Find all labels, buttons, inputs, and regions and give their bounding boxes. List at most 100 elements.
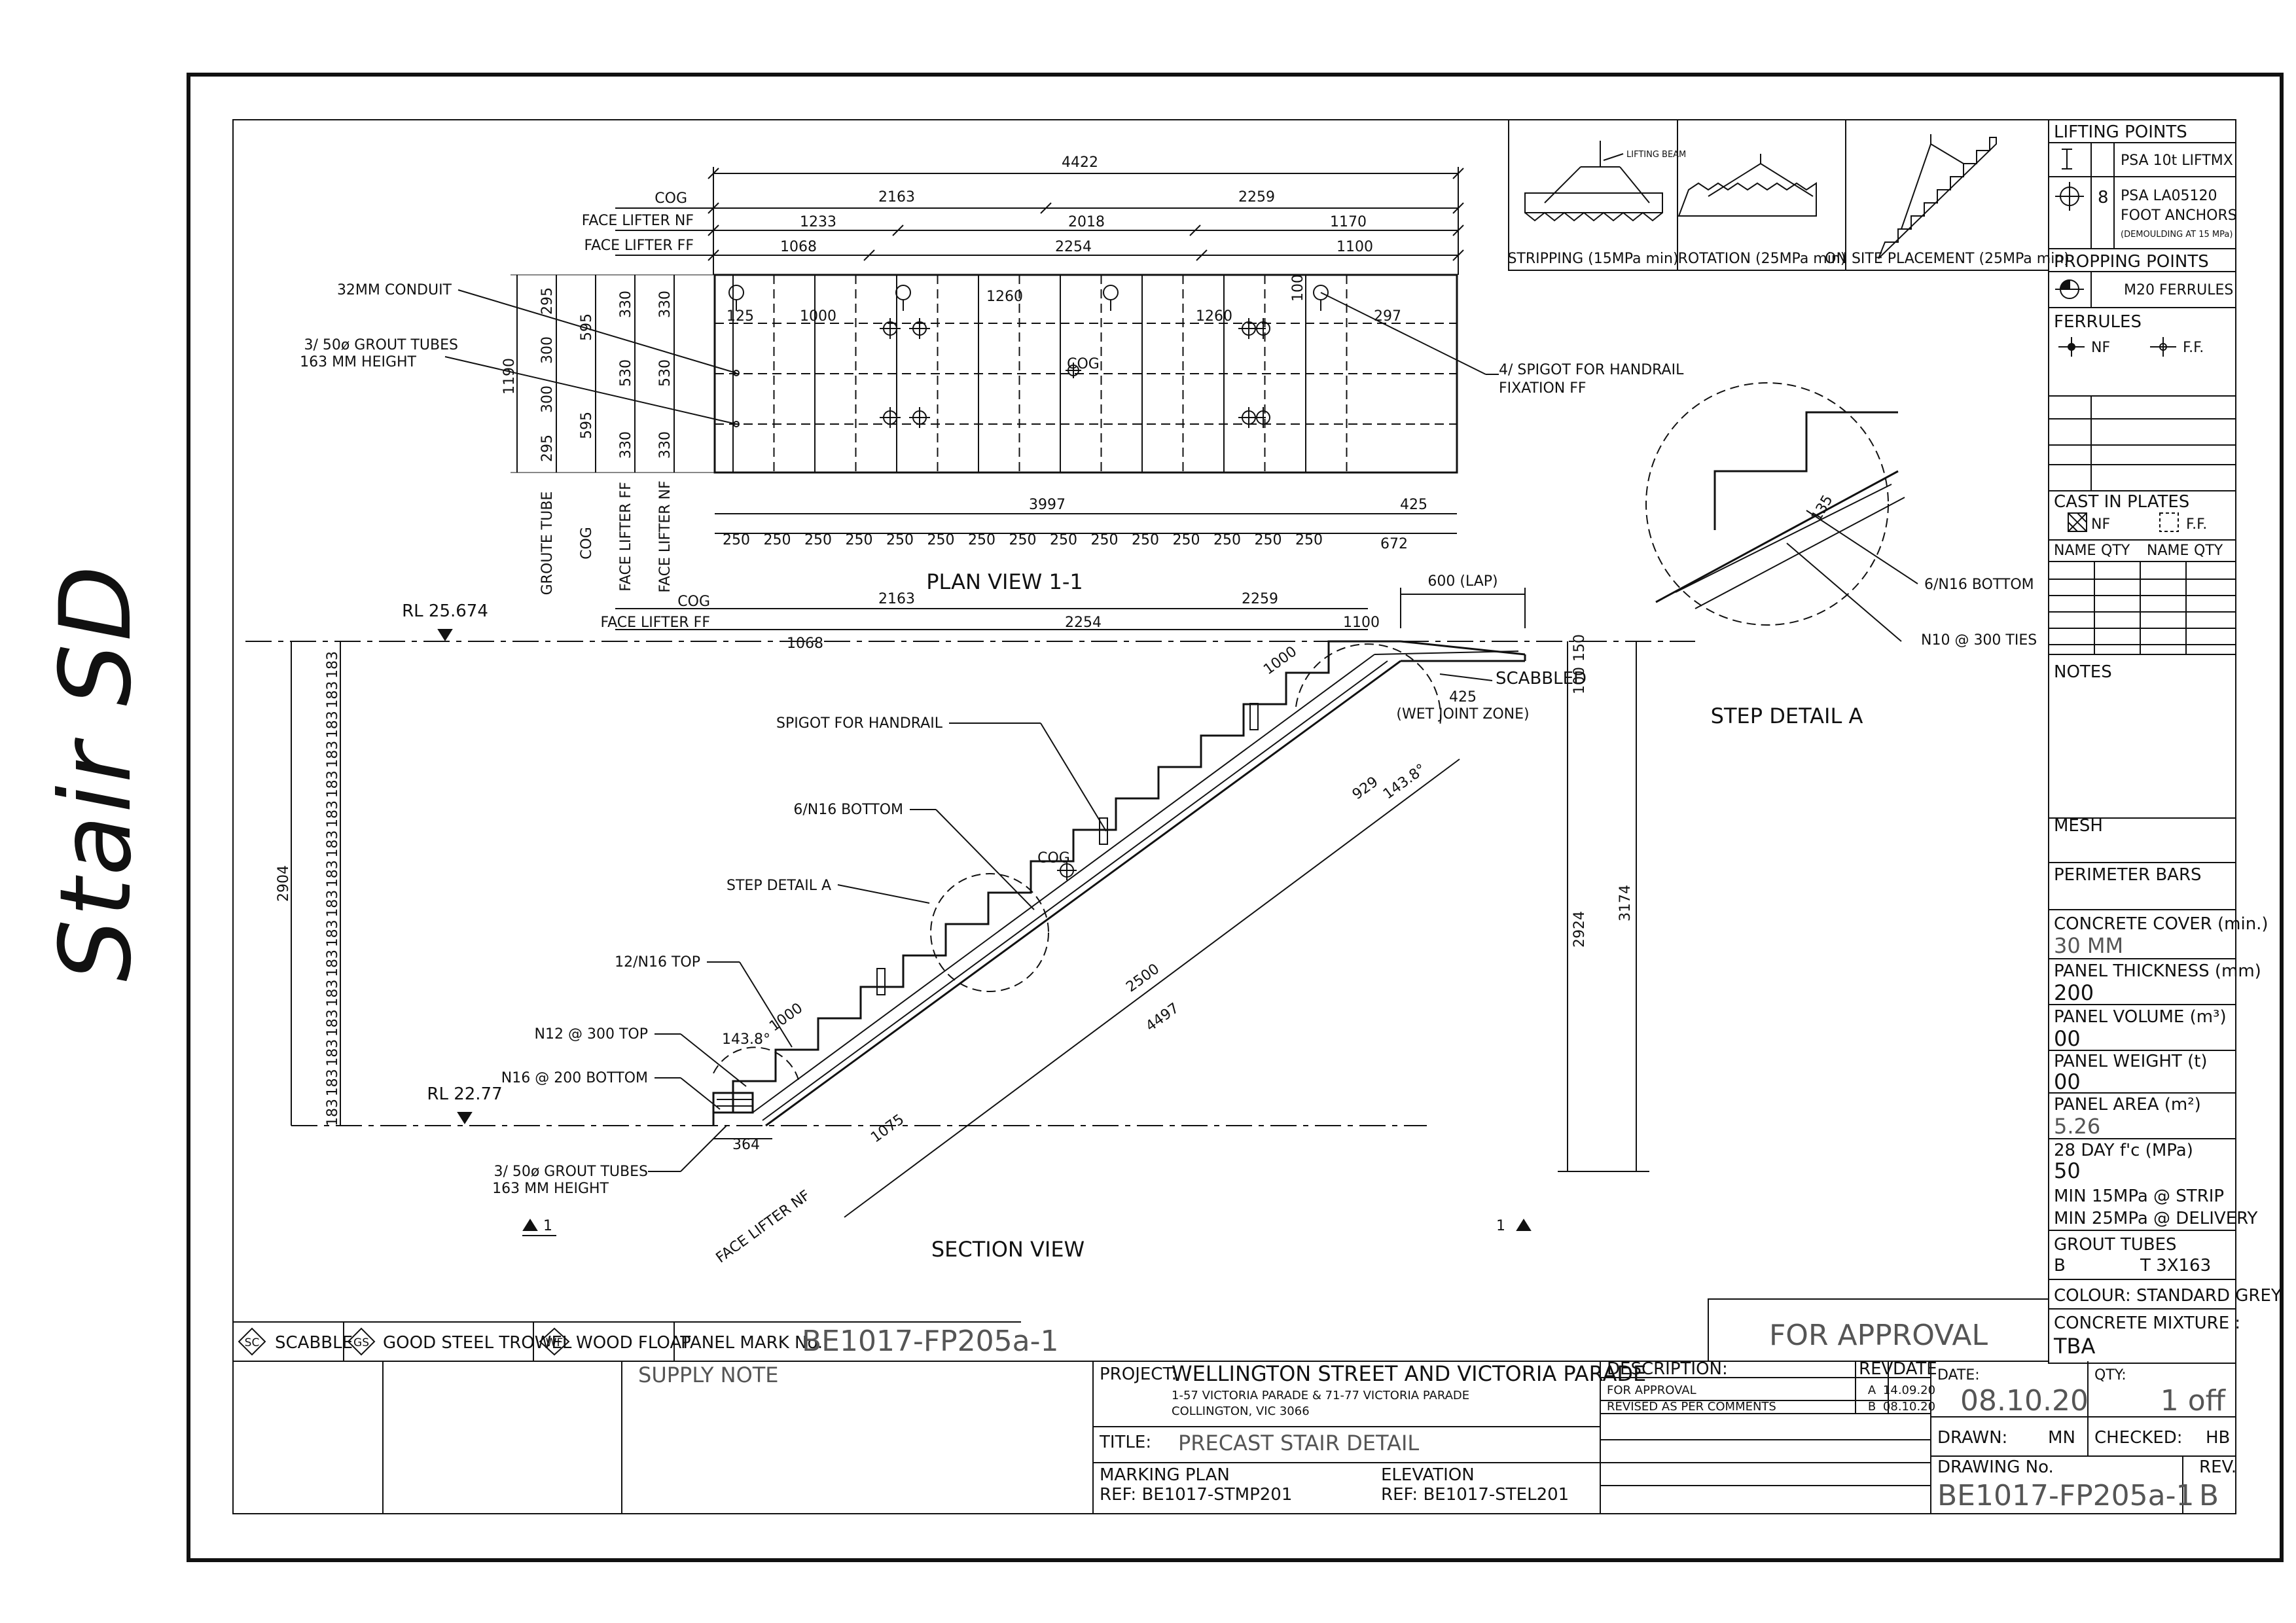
plan-dim-i5: 297 [1374, 308, 1401, 325]
plan-dim-b3: 300 [539, 385, 556, 413]
plan-dim-nf2: 2018 [1068, 214, 1105, 230]
title-block: SUPPLY NOTE PROJECT: WELLINGTON STREET A… [382, 1359, 2236, 1514]
site-placement-label: ON SITE PLACEMENT (25MPa min) [1825, 251, 2070, 267]
fc-title: 28 DAY f'c (MPa) [2054, 1141, 2193, 1160]
n16-200-label: N16 @ 200 BOTTOM [501, 1070, 648, 1086]
section-dim-1000b: 1000 [766, 1000, 806, 1035]
rev-row-2-rev: B [1868, 1400, 1876, 1414]
plan-v-label-3: FACE LIFTER FF [618, 482, 634, 592]
section-dim-h: 2904 [276, 865, 292, 902]
plan-cog-mark: COG [1067, 356, 1100, 372]
supply-note: SUPPLY NOTE [638, 1363, 779, 1387]
desc-header: DESCRIPTION: [1607, 1359, 1728, 1379]
section-dim-1075: 1075 [868, 1111, 907, 1146]
plan-ff-label: FACE LIFTER FF [584, 238, 694, 254]
lifting-point-2-qty: 8 [2098, 188, 2109, 207]
plan-dim-cog-l: 2163 [878, 189, 915, 205]
cast-ff: F.F. [2186, 516, 2207, 533]
grout-title: GROUT TUBES [2054, 1235, 2177, 1255]
project-address-1: 1-57 VICTORIA PARADE & 71-77 VICTORIA PA… [1172, 1389, 1469, 1402]
plan-dim-w: 1190 [501, 358, 518, 395]
area-title: PANEL AREA (m²) [2054, 1095, 2201, 1115]
elevation: ELEVATION [1381, 1465, 1475, 1485]
lifting-diagrams: LIFTING BEAM STRIPPING (15MPa min) ROTAT… [1507, 119, 2070, 271]
plan-step-dim: 250 [1255, 532, 1282, 548]
plan-v-label-2: COG [579, 527, 595, 560]
section-marker-left: 1 [543, 1218, 552, 1234]
drawing-no-label: DRAWING No. [1937, 1457, 2054, 1477]
area-value: 5.26 [2054, 1114, 2100, 1139]
mix-title: CONCRETE MIXTURE : [2054, 1313, 2240, 1333]
plan-dim-ff2: 2254 [1055, 239, 1092, 255]
plan-v-label-4: FACE LIFTER NF [657, 480, 673, 592]
plan-dim-nf1: 1233 [800, 214, 836, 230]
section-dim-3174: 3174 [1617, 885, 1634, 921]
section-ff-label: FACE LIFTER FF [601, 615, 711, 631]
riser-dim: 183 [325, 1099, 341, 1126]
plan-step-dim: 250 [1091, 532, 1119, 548]
riser-dim: 183 [325, 770, 341, 798]
plan-dim-b2: 300 [539, 336, 556, 364]
plan-grout-label-1: 3/ 50ø GROUT TUBES [304, 337, 458, 353]
project-label: PROJECT: [1100, 1364, 1177, 1384]
plan-dim-len: 3997 [1029, 497, 1066, 513]
section-dim-ff1: 1068 [787, 635, 823, 652]
notes-title: NOTES [2054, 662, 2112, 682]
propping-title: PROPPING POINTS [2054, 252, 2209, 272]
riser-dim: 183 [325, 950, 341, 977]
plan-dim-nf3: 1170 [1330, 214, 1367, 230]
drawing-no-value: BE1017-FP205a-1 [1937, 1479, 2195, 1512]
checked-label: CHECKED: [2094, 1428, 2183, 1448]
ferrule-nf: NF [2091, 340, 2110, 356]
project-name: WELLINGTON STREET AND VICTORIA PARADE [1172, 1361, 1646, 1386]
drawn-label: DRAWN: [1937, 1428, 2007, 1448]
riser-dim: 183 [325, 651, 341, 679]
plan-dim-d1: 330 [618, 291, 634, 318]
section-angle-2: 143.8° [722, 1031, 770, 1048]
marking-ref: REF: BE1017-STMP201 [1100, 1485, 1292, 1505]
title-label: TITLE: [1099, 1433, 1151, 1452]
plan-dim-ff3: 1100 [1336, 239, 1373, 255]
m20-ferrules: M20 FERRULES [2124, 282, 2233, 298]
col-name-1: NAME [2054, 543, 2096, 559]
plan-dim-d3: 330 [618, 431, 634, 459]
plan-dim-e1: 330 [657, 291, 673, 318]
legend-scabble: SCABBLE [275, 1333, 353, 1353]
section-dim-2924: 2924 [1571, 911, 1588, 948]
plan-dim-b1: 295 [539, 287, 556, 315]
lifting-points-title: LIFTING POINTS [2054, 122, 2187, 142]
cover-value: 30 MM [2054, 933, 2123, 958]
side-table: LIFTING POINTS PSA 10t LIFTMX 8 PSA LA05… [2048, 119, 2282, 1364]
section-dim-cog-r: 2259 [1242, 591, 1278, 607]
step-detail-135: 135 [1808, 492, 1837, 524]
n16-bottom-label: 6/N16 BOTTOM [793, 802, 903, 818]
drawn-value: MN [2048, 1428, 2075, 1448]
spigot-label: SPIGOT FOR HANDRAIL [776, 715, 943, 732]
riser-dim: 183 [325, 860, 341, 887]
plan-conduit-label: 32MM CONDUIT [337, 282, 452, 298]
riser-dim: 183 [325, 711, 341, 738]
lap-label: 600 (LAP) [1427, 573, 1498, 590]
plan-v-label-1: GROUTE TUBE [539, 491, 556, 596]
scabbled-label: SCABBLED [1496, 669, 1587, 688]
section-marker-right: 1 [1496, 1218, 1505, 1234]
wet-joint-label: (WET JOINT ZONE) [1396, 706, 1529, 722]
min-strip: MIN 15MPa @ STRIP [2054, 1186, 2224, 1206]
date-value: 08.10.20 [1960, 1384, 2089, 1418]
plan-step-dim: 250 [968, 532, 996, 548]
plan-grout-label-2: 163 MM HEIGHT [300, 354, 416, 370]
fc-value: 50 [2054, 1158, 2081, 1183]
rl-top: RL 25.674 [402, 601, 488, 621]
volume-value: 00 [2054, 1026, 2081, 1051]
project-address-2: COLLINGTON, VIC 3066 [1172, 1404, 1310, 1418]
riser-dim: 183 [325, 980, 341, 1007]
step-detail-a: 135 6/N16 BOTTOM N10 @ 300 TIES STEP DET… [1645, 382, 2037, 728]
riser-dim: 183 [325, 800, 341, 828]
section-dim-ff3: 1100 [1343, 615, 1380, 631]
plan-dim-ff1: 1068 [780, 239, 817, 255]
legend-float: WOOD FLOAT [576, 1333, 691, 1353]
plan-dim-c1: 595 [579, 313, 595, 341]
plan-step-dim: 250 [1173, 532, 1200, 548]
section-cog-label: COG [677, 594, 710, 610]
grout-b: B [2054, 1256, 2066, 1275]
